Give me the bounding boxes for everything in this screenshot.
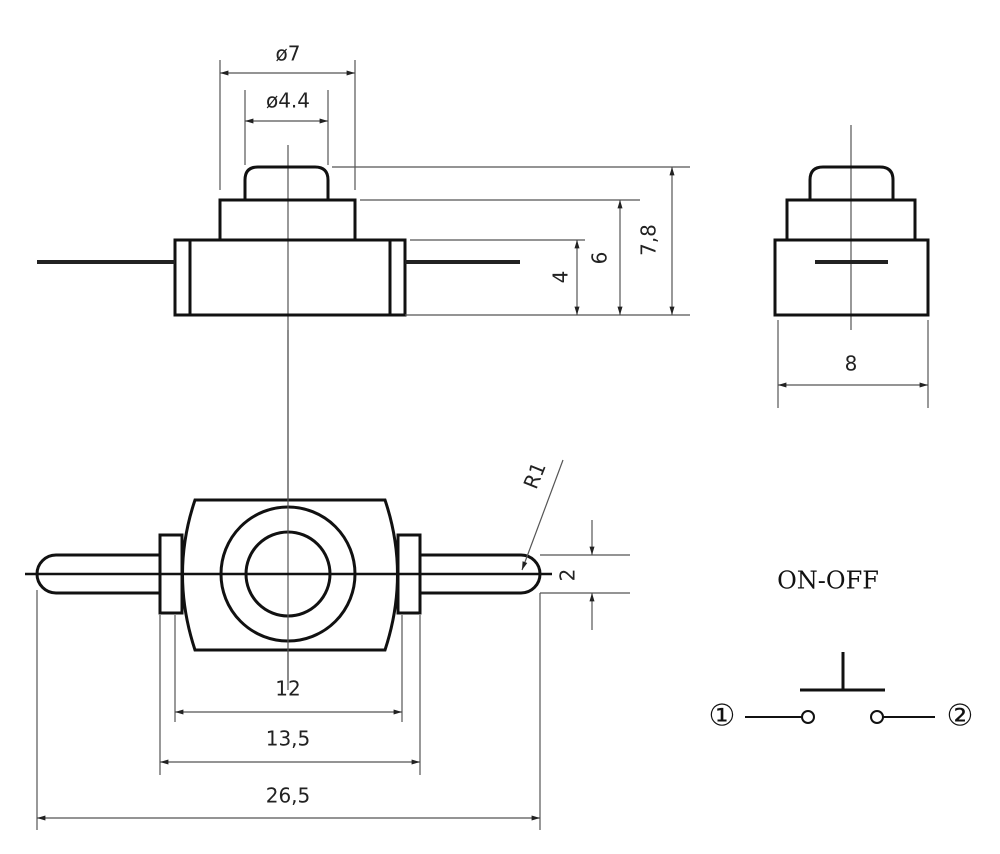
dim-body-height: 4 bbox=[549, 271, 573, 284]
dim-26-5: 26,5 bbox=[266, 784, 311, 808]
schematic-title: ON-OFF bbox=[777, 567, 879, 595]
dim-13-5: 13,5 bbox=[266, 727, 311, 751]
front-view: ø7 ø4.4 4 6 7,8 bbox=[37, 42, 690, 690]
dim-radius: R1 bbox=[518, 459, 550, 493]
pin-1-label: ① bbox=[709, 699, 736, 734]
switch-schematic: ON-OFF ① ② bbox=[709, 567, 974, 734]
side-view: 8 bbox=[773, 125, 930, 408]
dim-12: 12 bbox=[275, 677, 300, 701]
pin-2-label: ② bbox=[947, 699, 974, 734]
button-cap bbox=[243, 165, 330, 200]
dim-total-height: 7,8 bbox=[637, 224, 661, 256]
dim-collar-height: 6 bbox=[588, 252, 612, 265]
dim-button-diameter: ø4.4 bbox=[266, 89, 310, 113]
dim-outer-diameter: ø7 bbox=[276, 42, 301, 66]
body bbox=[173, 238, 407, 317]
dim-lead-width: 2 bbox=[556, 569, 580, 582]
top-view: R1 2 12 13,5 26,5 bbox=[25, 330, 630, 830]
dim-width: 8 bbox=[845, 352, 858, 376]
